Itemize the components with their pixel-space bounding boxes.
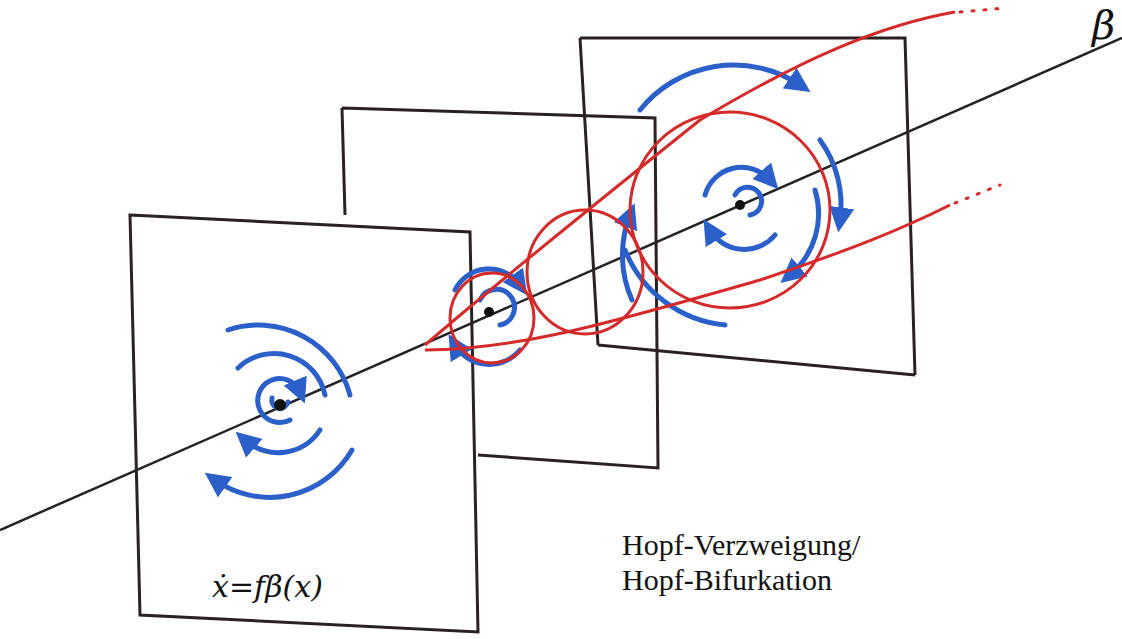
limit-cycles — [425, 12, 955, 363]
spiral-arc — [228, 325, 350, 395]
spiral-arc — [710, 230, 775, 249]
envelope-continuation — [955, 8, 1005, 203]
spiral-arc — [245, 430, 320, 453]
parameter-axis — [0, 38, 1122, 530]
spiral-arc — [735, 187, 762, 215]
spiral-arc — [640, 65, 800, 110]
equilibrium-point — [274, 399, 286, 411]
caption-text: Hopf-Verzweigung/ Hopf-Bifurkation — [622, 528, 922, 597]
equilibrium-point — [735, 200, 745, 210]
cycle-envelope — [425, 12, 955, 345]
axis-label: β — [1092, 2, 1122, 48]
limit-cycle — [630, 112, 830, 308]
equilibria — [274, 200, 745, 411]
equilibrium-point — [484, 307, 494, 317]
trajectories — [215, 65, 841, 497]
limit-cycle — [527, 210, 643, 334]
phase-plane-panel — [580, 38, 915, 375]
phase-plane-panel — [130, 215, 478, 632]
spiral-arc — [705, 167, 770, 195]
spiral-arc — [258, 379, 300, 423]
spiral-arc — [215, 450, 352, 497]
equation-label: ẋ=fβ(x) — [212, 570, 452, 605]
cycle-envelope — [425, 205, 950, 350]
spiral-arc — [238, 353, 325, 395]
phase-plane-panel — [342, 108, 658, 468]
